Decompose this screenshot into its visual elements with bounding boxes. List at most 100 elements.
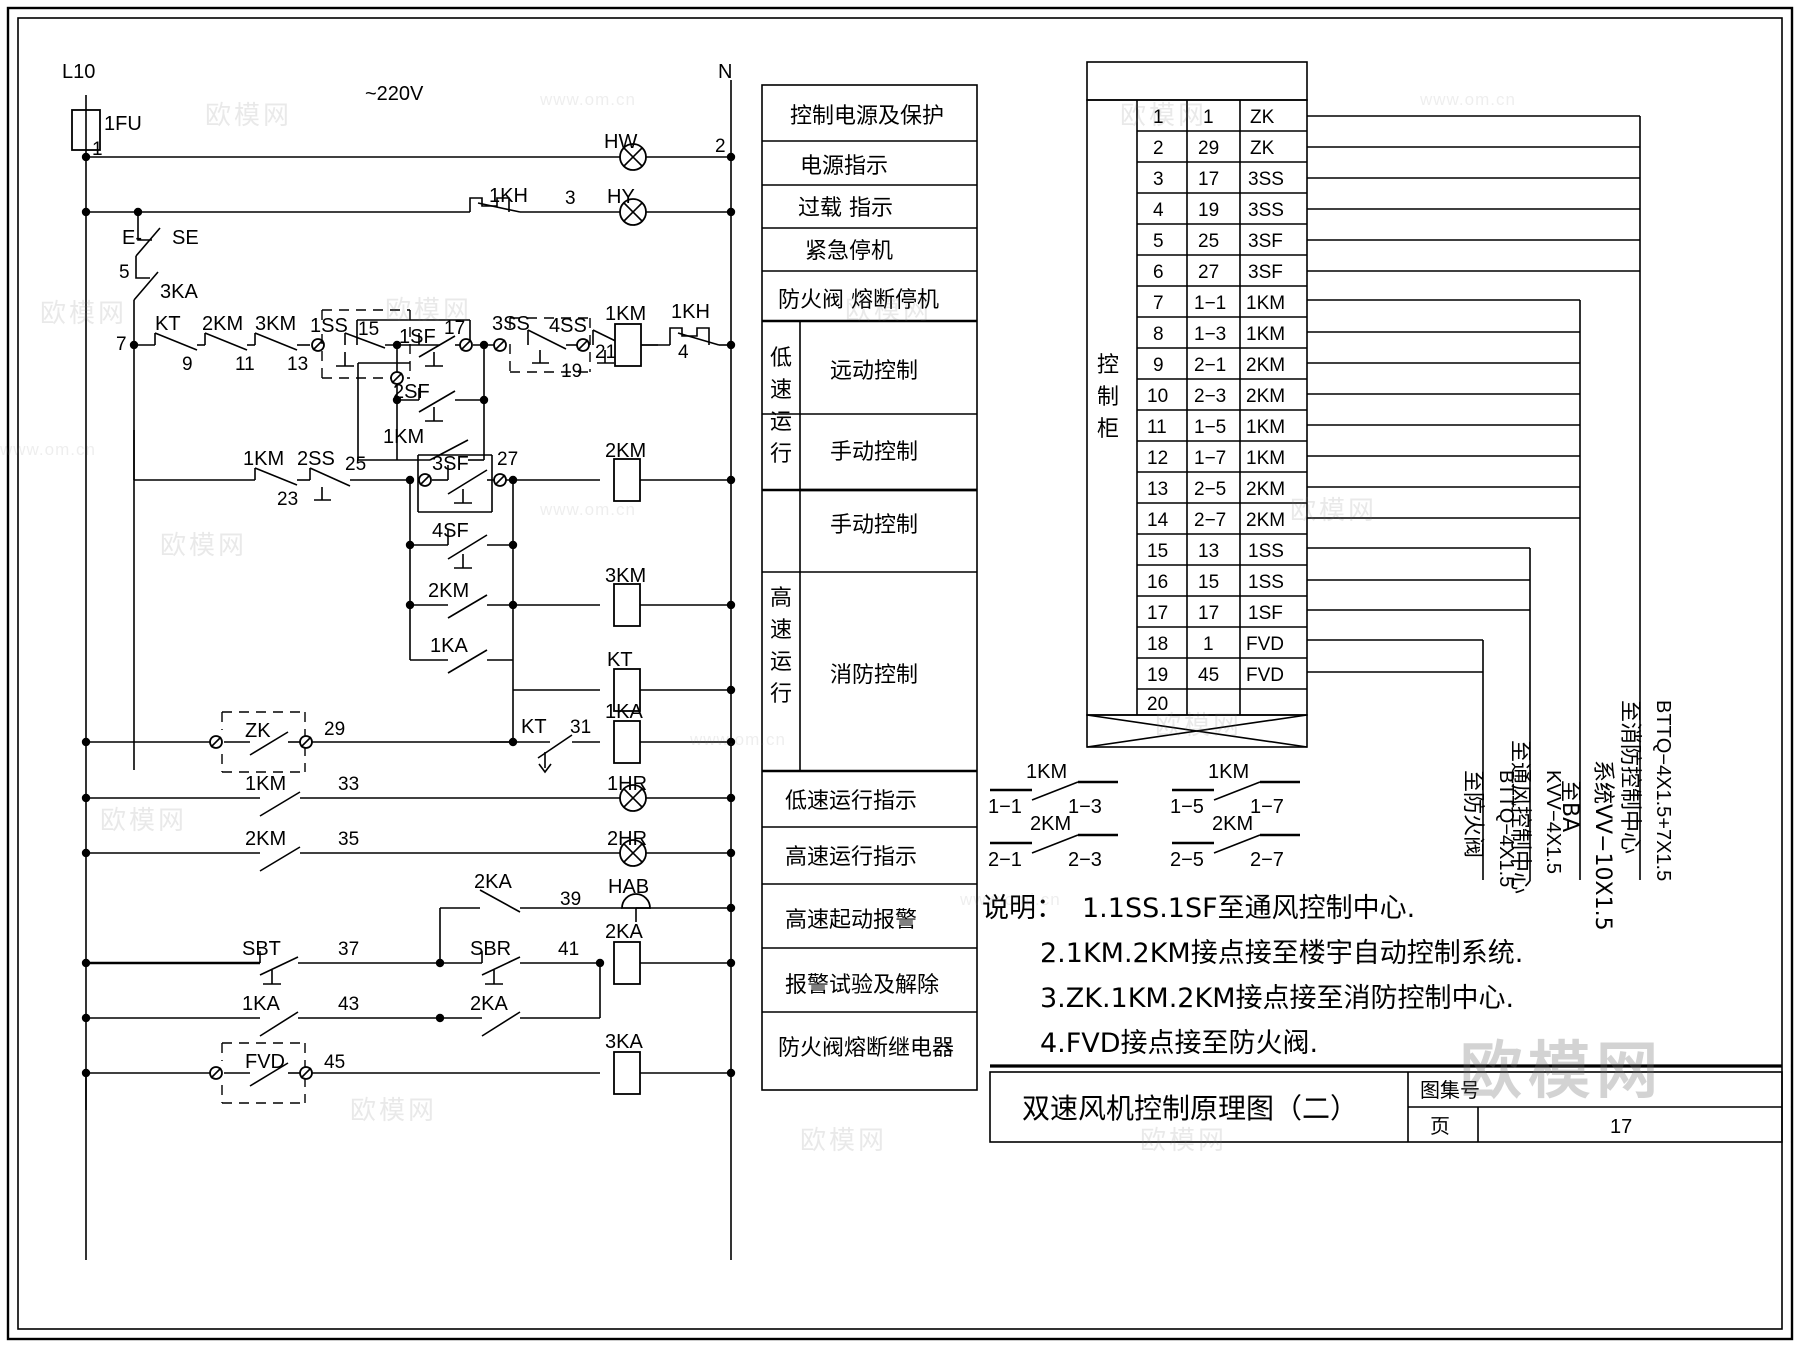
enclosure-FVD — [221, 1042, 306, 1104]
page-label: 页 — [1430, 1114, 1450, 1138]
note-2: 3.ZK.1KM.2KM接点接至消防控制中心. — [1040, 983, 1514, 1014]
label-FVD: FVD — [245, 1051, 285, 1073]
svg-text:4: 4 — [1153, 200, 1164, 221]
note-0: 1.1SS.1SF至通风控制中心. — [1082, 893, 1415, 924]
contact-1KM-sealin — [429, 439, 469, 461]
cb2-bot-tag: 2KM — [1212, 813, 1253, 835]
wirenum-21: 21 — [595, 342, 616, 363]
wirenum-3: 3 — [565, 188, 576, 209]
cb1-top-tag: 1KM — [1026, 761, 1067, 783]
fnrow-13: 防火阀熔断继电器 — [778, 1036, 954, 1061]
label-E-SE: E- — [122, 227, 142, 249]
cb1-bot-tag: 2KM — [1030, 813, 1071, 835]
svg-text:2−5: 2−5 — [1194, 479, 1226, 500]
svg-text:14: 14 — [1147, 510, 1169, 531]
label-1KA-coil: 1KA — [605, 701, 643, 723]
label-SBR: SBR — [470, 938, 511, 960]
label-4SF: 4SF — [432, 520, 469, 542]
fnrow-1: 电源指示 — [800, 154, 888, 179]
wirenum-17: 17 — [444, 318, 465, 339]
fnrow-10: 高速运行指示 — [785, 845, 917, 870]
wirenum-39: 39 — [560, 889, 581, 910]
label-2KM-coil: 2KM — [605, 440, 646, 462]
contact-3KM-nc — [254, 332, 298, 351]
contact-FVD — [249, 1062, 289, 1087]
cable-lines — [1307, 115, 1641, 880]
wirenum-13: 13 — [287, 354, 308, 375]
svg-text:15: 15 — [1198, 572, 1219, 593]
label-KT-delay: KT — [521, 716, 547, 738]
label-3KM-nc: 3KM — [255, 313, 296, 335]
cb1-top-right: 1−3 — [1068, 796, 1102, 818]
svg-text:ZK: ZK — [1250, 107, 1275, 128]
enclosure-ZK — [221, 711, 306, 773]
title-text: 双速风机控制原理图（二） — [1022, 1092, 1358, 1125]
svg-text:19: 19 — [1198, 200, 1219, 221]
label-2KA-alarm: 2KA — [474, 871, 512, 893]
label-1FU: 1FU — [104, 113, 142, 135]
label-1KH-row2: 1KH — [489, 185, 528, 207]
coil-1KA — [613, 720, 641, 764]
label-HY: HY — [607, 186, 635, 208]
atlas-label: 图集号 — [1420, 1078, 1480, 1102]
bell-HAB — [621, 893, 651, 909]
wirenum-2: 2 — [715, 136, 726, 157]
label-N: N — [718, 61, 732, 83]
title-block — [989, 1064, 1783, 1143]
svg-text:25: 25 — [1198, 231, 1219, 252]
contact-2SF — [418, 390, 456, 413]
wirenum-25: 25 — [345, 454, 366, 475]
label-3KA-coil: 3KA — [605, 1031, 643, 1053]
contact-1KA-test — [259, 1011, 299, 1037]
label-3KA-nc: 3KA — [160, 281, 198, 303]
svg-text:2−3: 2−3 — [1194, 386, 1226, 407]
svg-text:5: 5 — [1153, 231, 1164, 252]
wirenum-43: 43 — [338, 994, 359, 1015]
svg-text:20: 20 — [1147, 694, 1168, 715]
fnrow-12: 报警试验及解除 — [785, 973, 939, 998]
label-1KM-coil: 1KM — [605, 303, 646, 325]
svg-text:17: 17 — [1147, 603, 1168, 624]
svg-text:1: 1 — [1203, 634, 1214, 655]
svg-text:2−7: 2−7 — [1194, 510, 1226, 531]
coil-3KA — [613, 1051, 641, 1095]
fnrow-8: 消防控制 — [830, 663, 918, 688]
cable-captions: 至防火阀 BTTQ−4X1.5 至通风控制中心 KVV−4X1.5 至BA 系统… — [1460, 700, 1674, 931]
svg-text:18: 18 — [1147, 634, 1168, 655]
svg-text:1: 1 — [1153, 107, 1164, 128]
cable-spec-0: BTTQ−4X1.5 — [1495, 770, 1517, 887]
svg-text:2: 2 — [1153, 138, 1164, 159]
contact-2KM-aux — [447, 594, 488, 619]
label-L10: L10 — [62, 61, 95, 83]
svg-text:9: 9 — [1153, 355, 1164, 376]
wirenum-5: 5 — [119, 262, 130, 283]
cable-spec-3: BTTQ−4X1.5+7X1.5 — [1652, 700, 1674, 881]
svg-text:1−5: 1−5 — [1194, 417, 1226, 438]
contact-KT-delay — [537, 734, 573, 759]
group-high-3: 运 — [770, 650, 792, 675]
contact-1KM-nc-row4 — [254, 467, 298, 486]
wirenum-11: 11 — [235, 354, 255, 375]
fnrow-6: 手动控制 — [830, 440, 918, 465]
group-high-2: 速 — [770, 618, 792, 643]
svg-text:1SF: 1SF — [1248, 603, 1283, 624]
fnrow-11: 高速起动报警 — [785, 908, 917, 933]
wirenum-33: 33 — [338, 774, 359, 795]
label-1KM-ind: 1KM — [245, 773, 286, 795]
contact-SBR — [481, 956, 521, 976]
cabinet-label-1: 控 — [1097, 353, 1119, 378]
svg-text:7: 7 — [1153, 293, 1164, 314]
label-1KM-sealin: 1KM — [383, 426, 424, 448]
coil-KT — [613, 668, 641, 712]
wirenum-7: 7 — [116, 334, 127, 355]
svg-text:8: 8 — [1153, 324, 1164, 345]
coil-1KM — [614, 323, 642, 367]
svg-text:1SS: 1SS — [1248, 541, 1284, 562]
fnrow-3: 紧急停机 — [805, 239, 893, 264]
svg-text:FVD: FVD — [1246, 634, 1284, 655]
label-1KM-nc: 1KM — [243, 448, 284, 470]
wirenum-35: 35 — [338, 829, 359, 850]
label-4SS: 4SS — [549, 315, 587, 337]
group-low-1: 低 — [770, 346, 792, 371]
